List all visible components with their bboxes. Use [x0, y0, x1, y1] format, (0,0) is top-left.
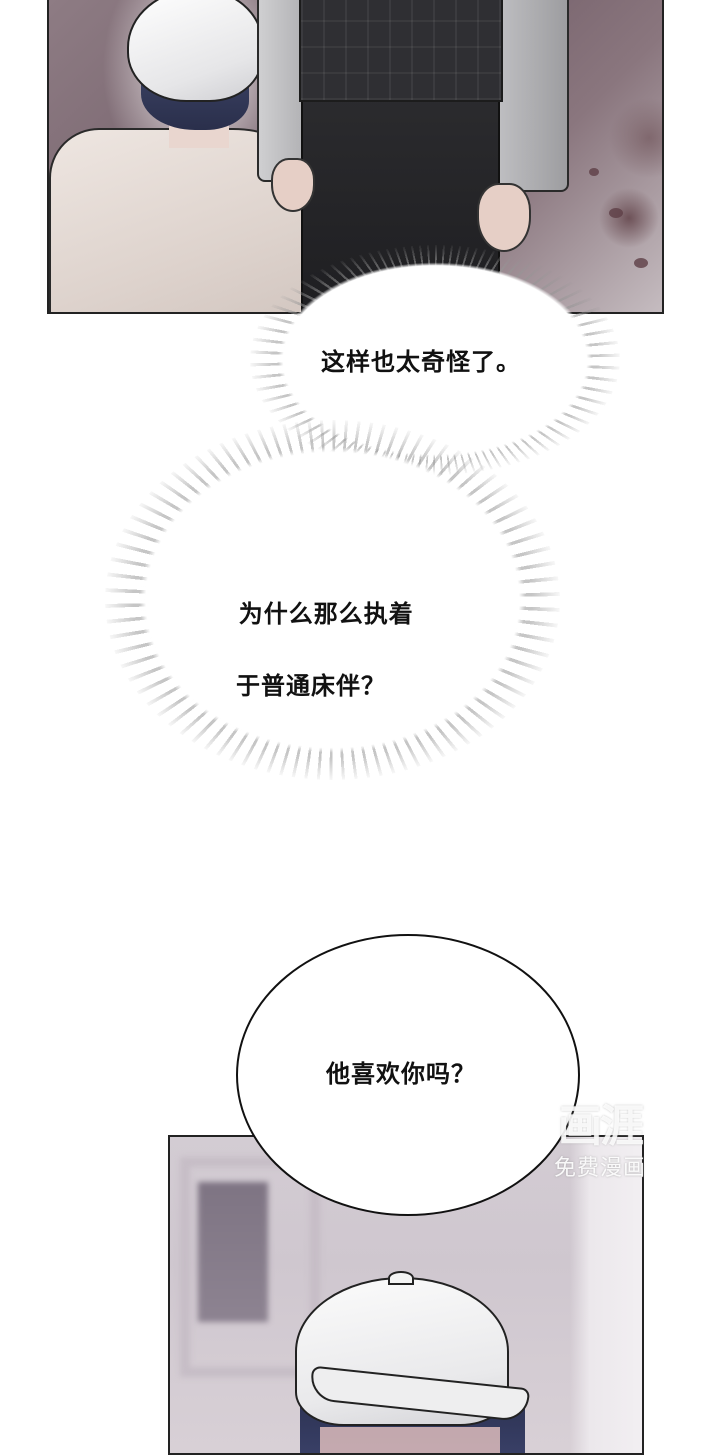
speech-balloon — [236, 934, 580, 1216]
watermark-logo: 画涯 — [558, 1101, 644, 1152]
standing-man-right-hand — [477, 183, 531, 252]
comic-panel-1 — [47, 0, 664, 314]
standing-man-left-hand — [271, 158, 315, 212]
cap-button — [388, 1271, 414, 1285]
watermark-subtitle: 免费漫画 — [553, 1156, 646, 1181]
blurred-window — [198, 1182, 268, 1322]
thought-text-2-line-2: 于普通床伴？ — [236, 672, 386, 700]
seated-man-white-cap — [127, 0, 263, 102]
thought-burst-2 — [105, 420, 560, 780]
speech-text-1: 他喜欢你吗？ — [326, 1060, 476, 1088]
thought-text-1: 这样也太奇怪了。 — [321, 348, 521, 376]
blurred-window-frame — [180, 1157, 320, 1377]
standing-man-plaid-vest — [299, 0, 503, 102]
man-face — [320, 1427, 500, 1453]
wall-stain — [589, 168, 599, 176]
wall-stain — [609, 208, 623, 218]
watermark: 画涯 免费漫画 — [540, 1098, 660, 1182]
thought-text-2: 为什么那么执着 于普通床伴？ — [220, 560, 414, 740]
thought-text-2-line-1: 为什么那么执着 — [238, 600, 414, 628]
wall-stain — [634, 258, 648, 268]
